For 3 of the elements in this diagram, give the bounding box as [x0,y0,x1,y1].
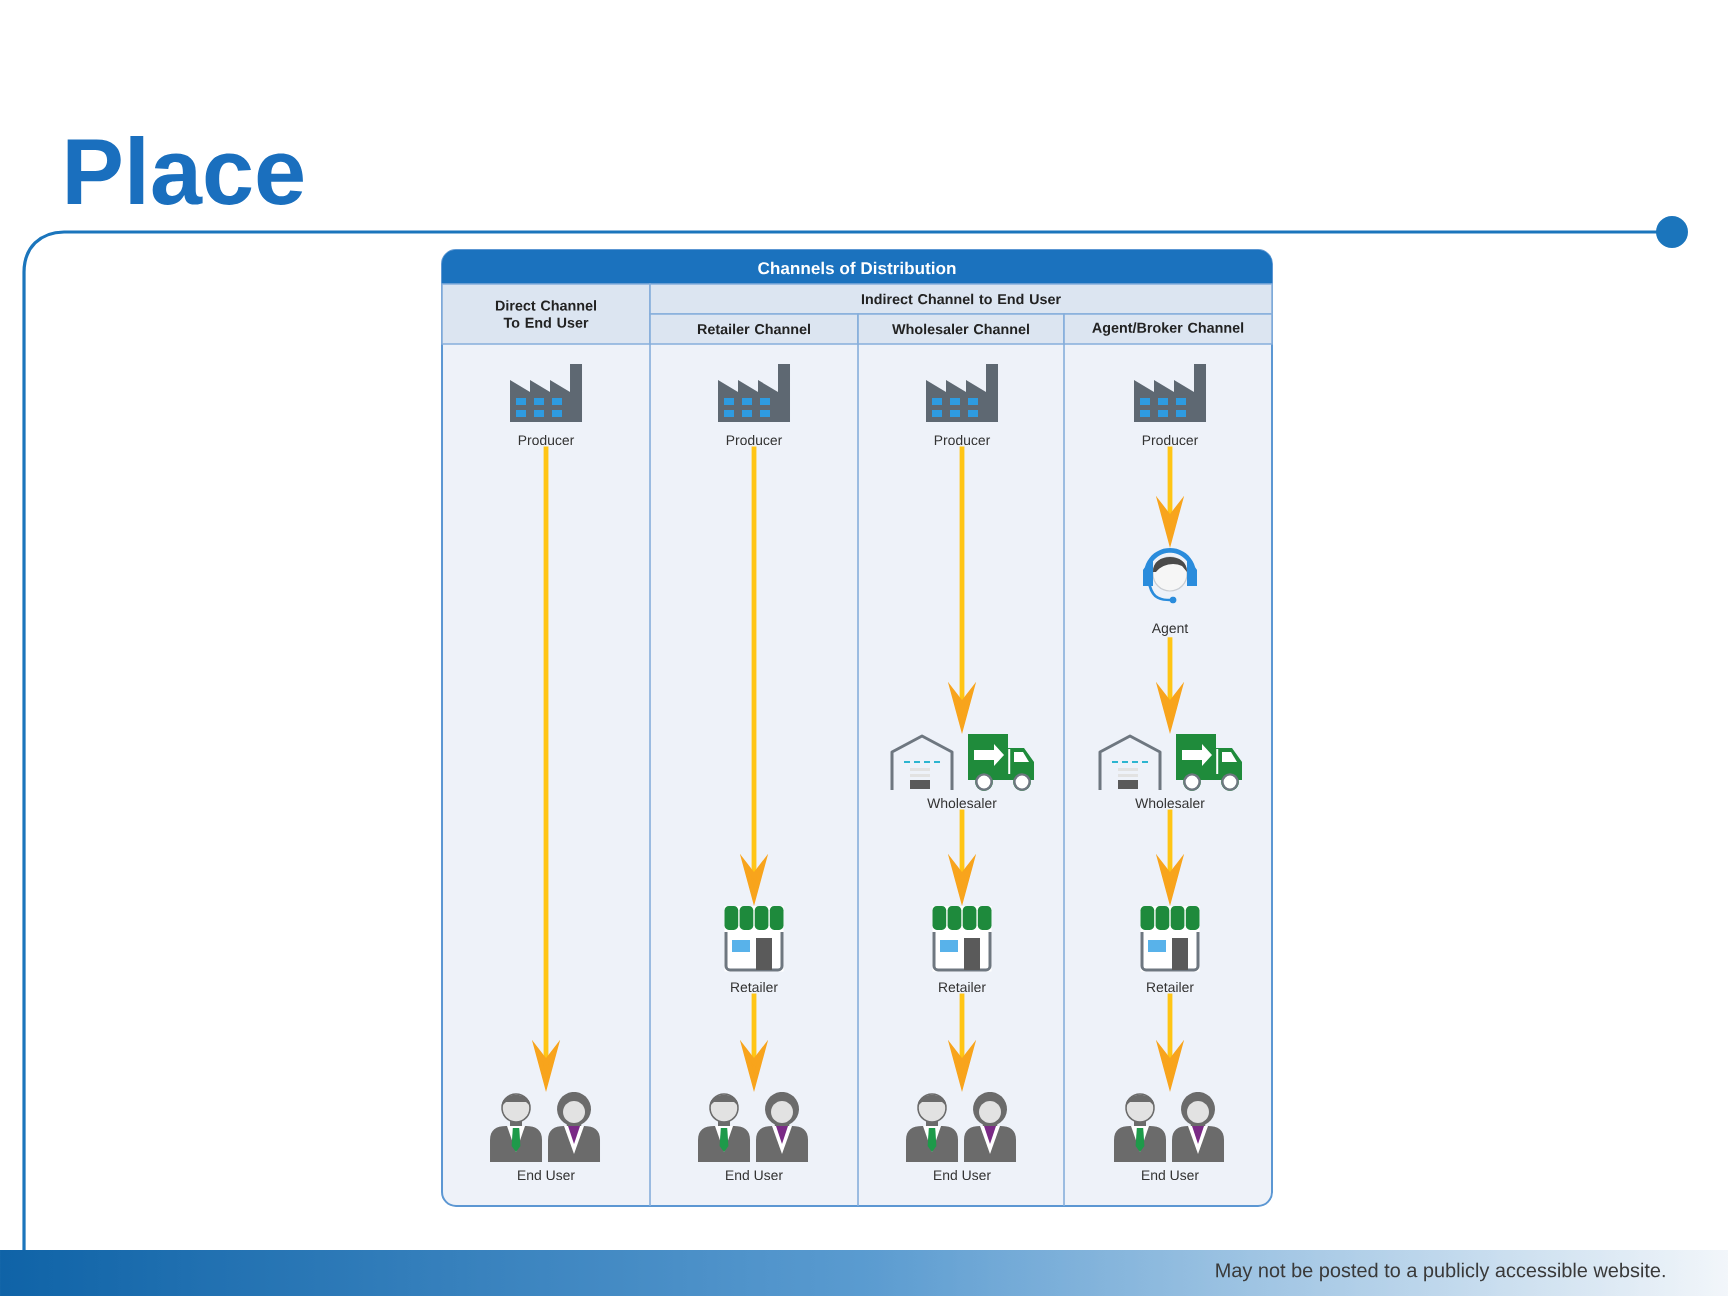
footer-note: May not be posted to a publicly accessible website. [1216,1262,1665,1282]
slide-title: Place [67,136,303,205]
table-header: Channels of Distribution [442,250,1272,284]
